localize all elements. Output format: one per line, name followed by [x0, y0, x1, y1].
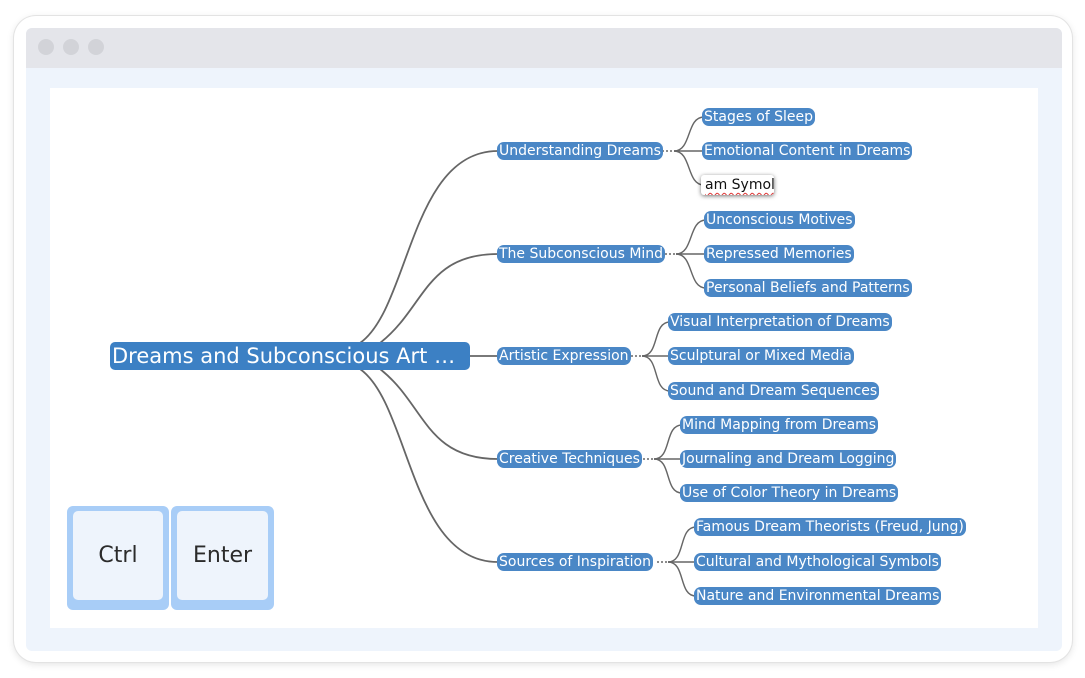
branch-artistic-expression[interactable]: Artistic Expression	[497, 347, 631, 365]
window-minimize-dot[interactable]	[63, 39, 79, 55]
window-maximize-dot[interactable]	[88, 39, 104, 55]
topic-mind-mapping[interactable]: Mind Mapping from Dreams	[680, 416, 879, 434]
topic-color-theory[interactable]: Use of Color Theory in Dreams	[680, 484, 899, 502]
topic-sculptural-mixed-media[interactable]: Sculptural or Mixed Media	[668, 347, 854, 365]
topic-edit-input[interactable]: am Symol	[701, 175, 774, 195]
branch-subconscious-mind[interactable]: The Subconscious Mind	[497, 245, 666, 263]
topic-sound-dream-sequences[interactable]: Sound and Dream Sequences	[668, 382, 880, 400]
enter-key-label: Enter	[177, 511, 268, 600]
topic-unconscious-motives[interactable]: Unconscious Motives	[704, 211, 855, 229]
topic-emotional-content[interactable]: Emotional Content in Dreams	[702, 142, 913, 160]
branch-creative-techniques[interactable]: Creative Techniques	[497, 450, 642, 468]
window-close-dot[interactable]	[38, 39, 54, 55]
topic-visual-interpretation[interactable]: Visual Interpretation of Dreams	[668, 313, 892, 331]
enter-key-overlay: Enter	[171, 506, 274, 610]
link-root-branch-1	[359, 150, 499, 344]
branch-understanding-dreams[interactable]: Understanding Dreams	[497, 142, 663, 160]
topic-dream-theorists[interactable]: Famous Dream Theorists (Freud, Jung)	[694, 518, 966, 536]
branch-sources-of-inspiration[interactable]: Sources of Inspiration	[497, 553, 653, 571]
topic-repressed-memories[interactable]: Repressed Memories	[704, 245, 854, 263]
mindmap-links	[359, 116, 707, 597]
ctrl-key-label: Ctrl	[73, 511, 163, 600]
mindmap-root-node[interactable]: Dreams and Subconscious Art Generation	[110, 342, 470, 370]
link-root-branch-4	[379, 368, 499, 460]
topic-stages-of-sleep[interactable]: Stages of Sleep	[702, 108, 816, 126]
topic-nature-dreams[interactable]: Nature and Environmental Dreams	[694, 587, 942, 605]
topic-personal-beliefs[interactable]: Personal Beliefs and Patterns	[704, 279, 912, 297]
link-root-branch-2	[379, 253, 499, 344]
topic-journaling[interactable]: Journaling and Dream Logging	[680, 450, 897, 468]
window-titlebar	[26, 28, 1062, 68]
topic-cultural-symbols[interactable]: Cultural and Mythological Symbols	[694, 553, 941, 571]
link-root-branch-5	[359, 368, 499, 563]
ctrl-key-overlay: Ctrl	[67, 506, 169, 610]
